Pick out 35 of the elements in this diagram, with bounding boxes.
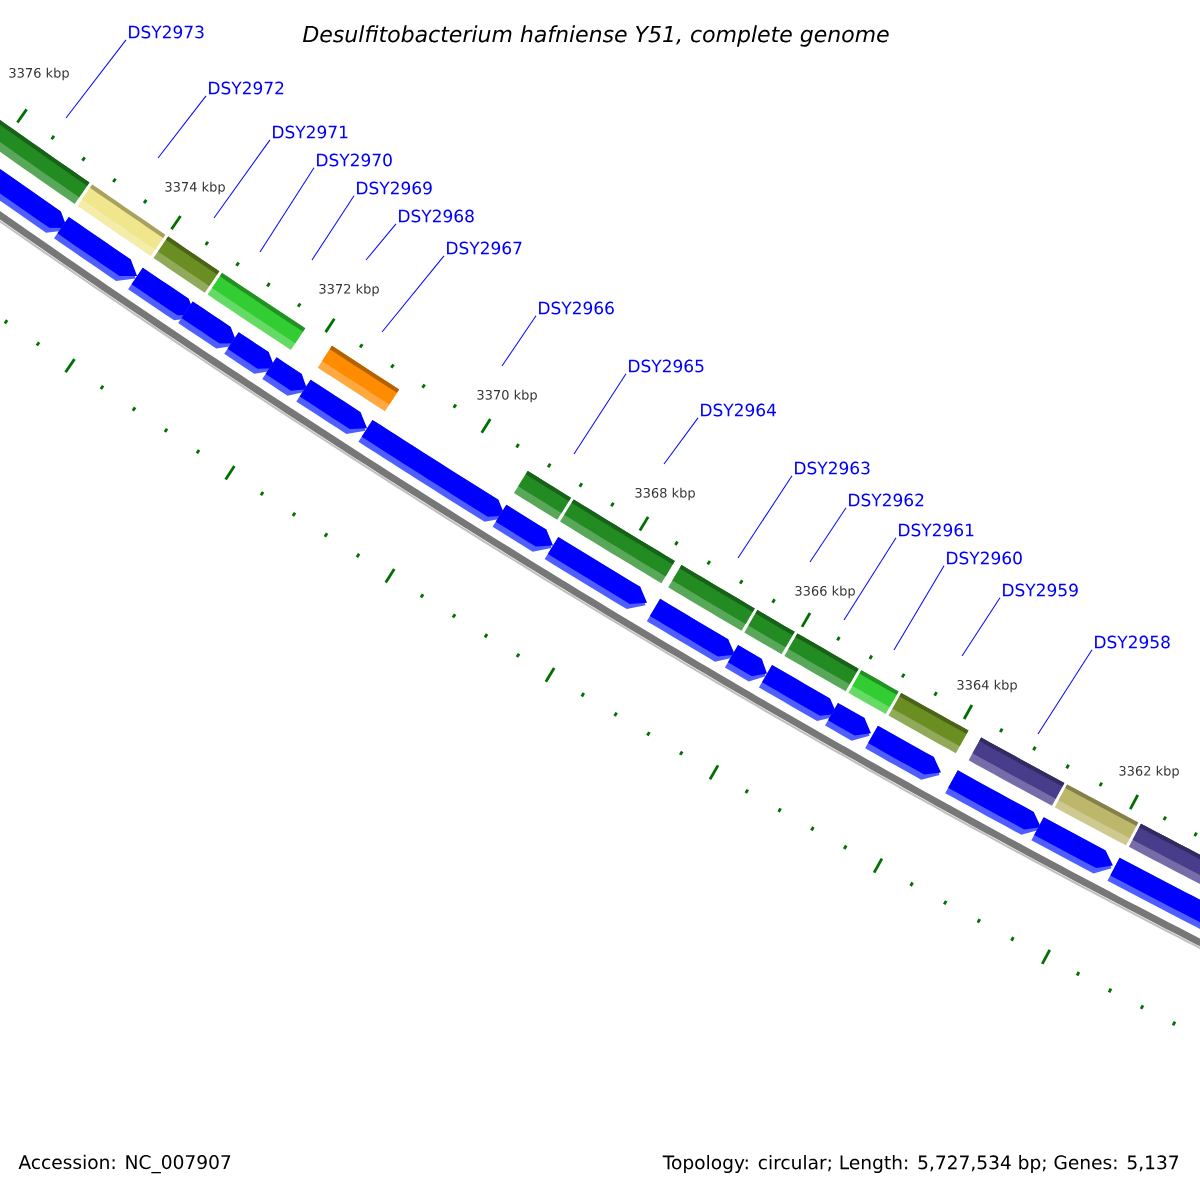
gene-label: DSY2972 — [209, 81, 284, 95]
leader-line — [311, 195, 355, 261]
leader-line — [381, 255, 445, 333]
footer-text: Accession: NC_007907 — [18, 1154, 231, 1174]
gene-label: DSY2962 — [849, 493, 924, 507]
leader-line — [259, 167, 315, 253]
leader-line — [213, 139, 271, 219]
gene-label: DSY2969 — [357, 181, 432, 195]
gene-label: DSY2967 — [447, 241, 522, 255]
leader-line — [65, 39, 127, 119]
leader-line — [501, 315, 537, 367]
leader-line — [961, 597, 1001, 657]
gene-label: DSY2964 — [701, 403, 776, 417]
gene-label: DSY2968 — [399, 209, 474, 223]
gene-label: DSY2959 — [1003, 583, 1078, 597]
leader-line — [843, 537, 897, 621]
leader-line — [893, 565, 945, 651]
leader-line — [573, 373, 627, 455]
gene-label: DSY2966 — [539, 301, 614, 315]
leader-line — [737, 475, 793, 559]
gene-label: DSY2970 — [317, 153, 392, 167]
title: Desulfitobacterium hafniense Y51, complete genome — [302, 25, 889, 47]
leader-line — [809, 507, 847, 563]
gene-label: DSY2960 — [947, 551, 1022, 565]
gene-label: DSY2963 — [795, 461, 870, 475]
footer-text: Topology: circular; Length: 5,727,534 bp; Genes: 5,137 — [662, 1155, 1179, 1173]
gene-label: DSY2971 — [273, 125, 348, 139]
leader-line — [157, 95, 207, 159]
leader-line — [1037, 649, 1093, 735]
gene-label: DSY2958 — [1095, 635, 1170, 649]
leader-line — [365, 223, 397, 261]
leader-line — [663, 417, 699, 465]
gene-label: DSY2965 — [629, 359, 704, 373]
gene-label: DSY2961 — [899, 523, 974, 537]
gene-label: DSY2973 — [129, 25, 204, 39]
